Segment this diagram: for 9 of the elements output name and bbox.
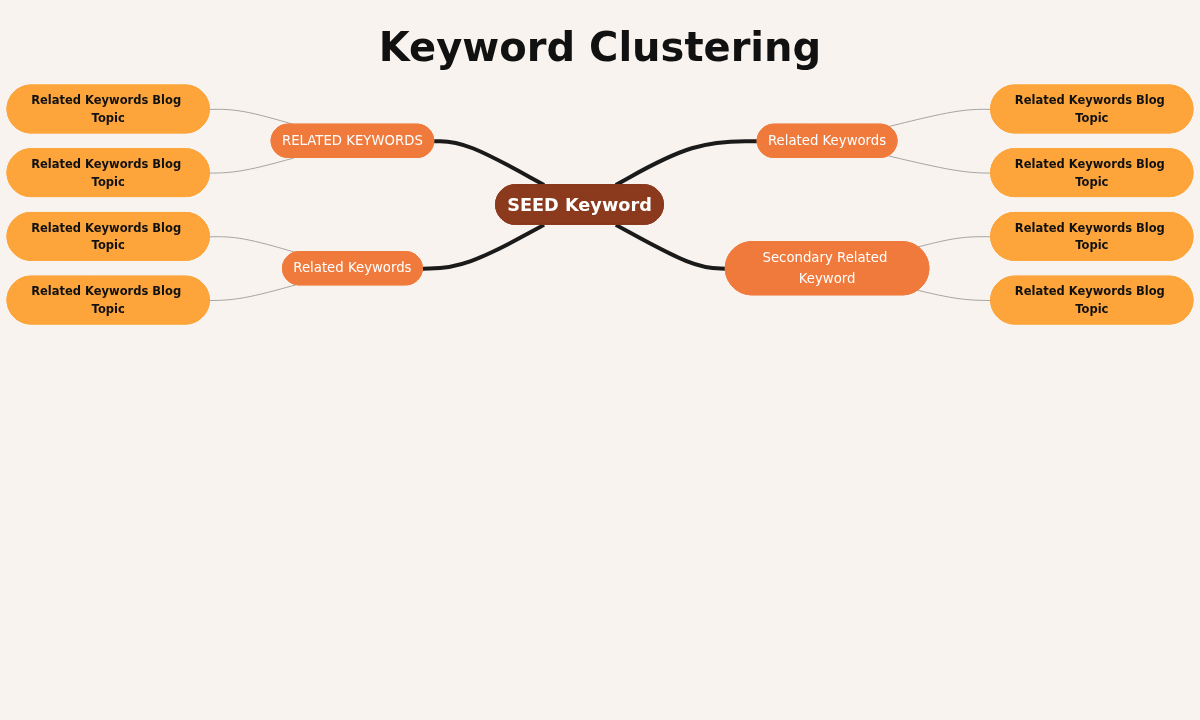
title: Keyword Clustering — [377, 24, 823, 70]
connector — [209, 157, 295, 174]
connector — [888, 108, 992, 128]
connector — [917, 236, 992, 248]
connector — [209, 284, 297, 301]
connector — [422, 223, 545, 271]
connector — [888, 155, 992, 174]
connector — [917, 289, 992, 301]
connector — [614, 223, 726, 271]
